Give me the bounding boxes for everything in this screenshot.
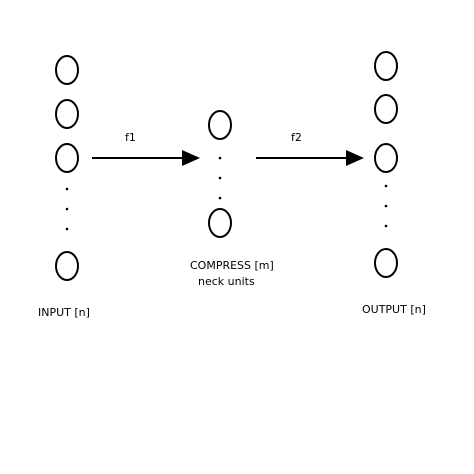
f1-arrow: f1 bbox=[92, 131, 200, 166]
input-label: INPUT [n] bbox=[38, 306, 90, 319]
f2-arrow-head bbox=[346, 150, 364, 166]
compress-ellipsis-dot-1 bbox=[218, 156, 222, 160]
input-ellipsis-dot-3 bbox=[65, 227, 69, 231]
output-node-3 bbox=[374, 143, 398, 173]
f1-arrow-head bbox=[182, 150, 200, 166]
compress-sublabel: neck units bbox=[198, 275, 255, 288]
input-node-2 bbox=[55, 99, 79, 129]
compress-ellipsis-dot-3 bbox=[218, 196, 222, 200]
f2-label: f2 bbox=[291, 131, 302, 144]
output-label: OUTPUT [n] bbox=[362, 303, 426, 316]
compress-label: COMPRESS [m] bbox=[190, 259, 274, 272]
output-layer: OUTPUT [n] bbox=[362, 51, 426, 316]
output-node-1 bbox=[374, 51, 398, 81]
input-ellipsis-dot-2 bbox=[65, 207, 69, 211]
compress-ellipsis-dot-2 bbox=[218, 176, 222, 180]
compress-node-2 bbox=[208, 208, 232, 238]
output-node-4 bbox=[374, 248, 398, 278]
output-node-2 bbox=[374, 94, 398, 124]
input-node-4 bbox=[55, 251, 79, 281]
input-node-1 bbox=[55, 55, 79, 85]
input-ellipsis-dot-1 bbox=[65, 187, 69, 191]
output-ellipsis-dot-1 bbox=[384, 184, 388, 188]
input-layer: INPUT [n] bbox=[38, 55, 90, 319]
input-node-3 bbox=[55, 143, 79, 173]
compress-node-1 bbox=[208, 110, 232, 140]
f2-arrow: f2 bbox=[256, 131, 364, 166]
output-ellipsis-dot-2 bbox=[384, 204, 388, 208]
output-ellipsis-dot-3 bbox=[384, 224, 388, 228]
f1-label: f1 bbox=[125, 131, 136, 144]
compress-layer: COMPRESS [m] neck units bbox=[190, 110, 274, 288]
